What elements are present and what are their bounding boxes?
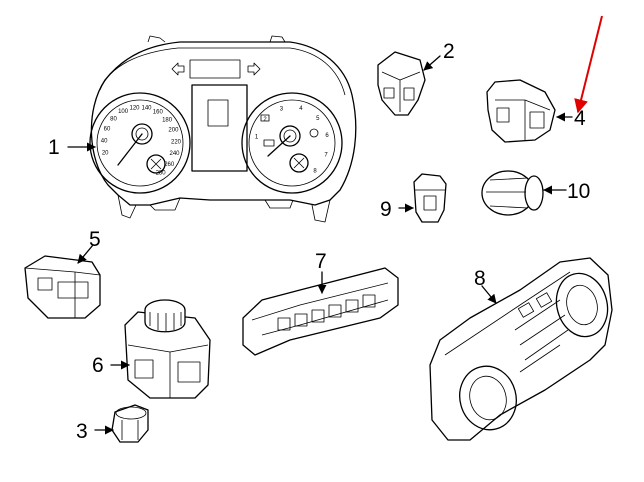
callout-5: 5 [89,228,101,251]
switch-part-4 [486,79,556,143]
gauge-tick-label: 5 [316,116,320,122]
switch-part-5 [24,255,101,319]
gauge-tick-label: 3 [280,107,284,113]
callout-3: 3 [76,420,88,443]
gauge-tick-label: 100 [118,109,129,115]
knob-part-10 [481,170,544,216]
callout-8: 8 [474,267,486,290]
callout-9: 9 [380,198,392,221]
switch-panel-part-7 [242,267,399,356]
switch-part-9 [413,173,447,223]
callout-leaders [67,15,603,435]
switch-part-2 [377,51,426,116]
gauge-tick-label: 180 [162,117,173,123]
callout-6: 6 [92,354,104,377]
gauge-tick-label: 160 [153,110,164,116]
callout-2: 2 [443,40,455,63]
gauge-tick-label: 20 [102,150,109,156]
gauge-tick-label: 7 [324,153,328,159]
gauge-tick-label: 8 [313,169,317,175]
gauge-tick-label: 60 [104,127,111,133]
clip-part-3 [111,404,149,443]
gauge-tick-label: 4 [299,106,303,112]
gauge-tick-label: 6 [325,133,329,139]
gauge-tick-label: 260 [164,162,175,168]
gauge-tick-label: 220 [171,139,182,145]
gauge-tick-label: 280 [156,171,167,177]
rotary-controller-part-6 [124,299,211,399]
gauge-tick-label: 240 [169,151,180,157]
gauge-tick-label: 140 [141,106,152,112]
gauge-tick-label: 40 [101,138,108,144]
callout-10: 10 [567,180,590,203]
callout-7: 7 [315,250,327,273]
gauge-tick-label: 80 [110,117,117,123]
callout-labels: 1 2 3 4 5 6 7 8 9 10 [48,40,590,443]
gauge-tick-label: 200 [168,128,179,134]
gauge-tick-label: 2 [263,117,267,123]
callout-1: 1 [48,136,60,159]
callout-4: 4 [574,107,586,130]
tachometer-tick-labels: 1 2 3 4 5 6 7 8 [255,106,330,175]
climate-control-part-8 [429,257,613,441]
gauge-tick-label: 120 [129,105,140,111]
red-pointer-arrow [574,15,603,114]
gauge-tick-label: 1 [255,135,259,141]
